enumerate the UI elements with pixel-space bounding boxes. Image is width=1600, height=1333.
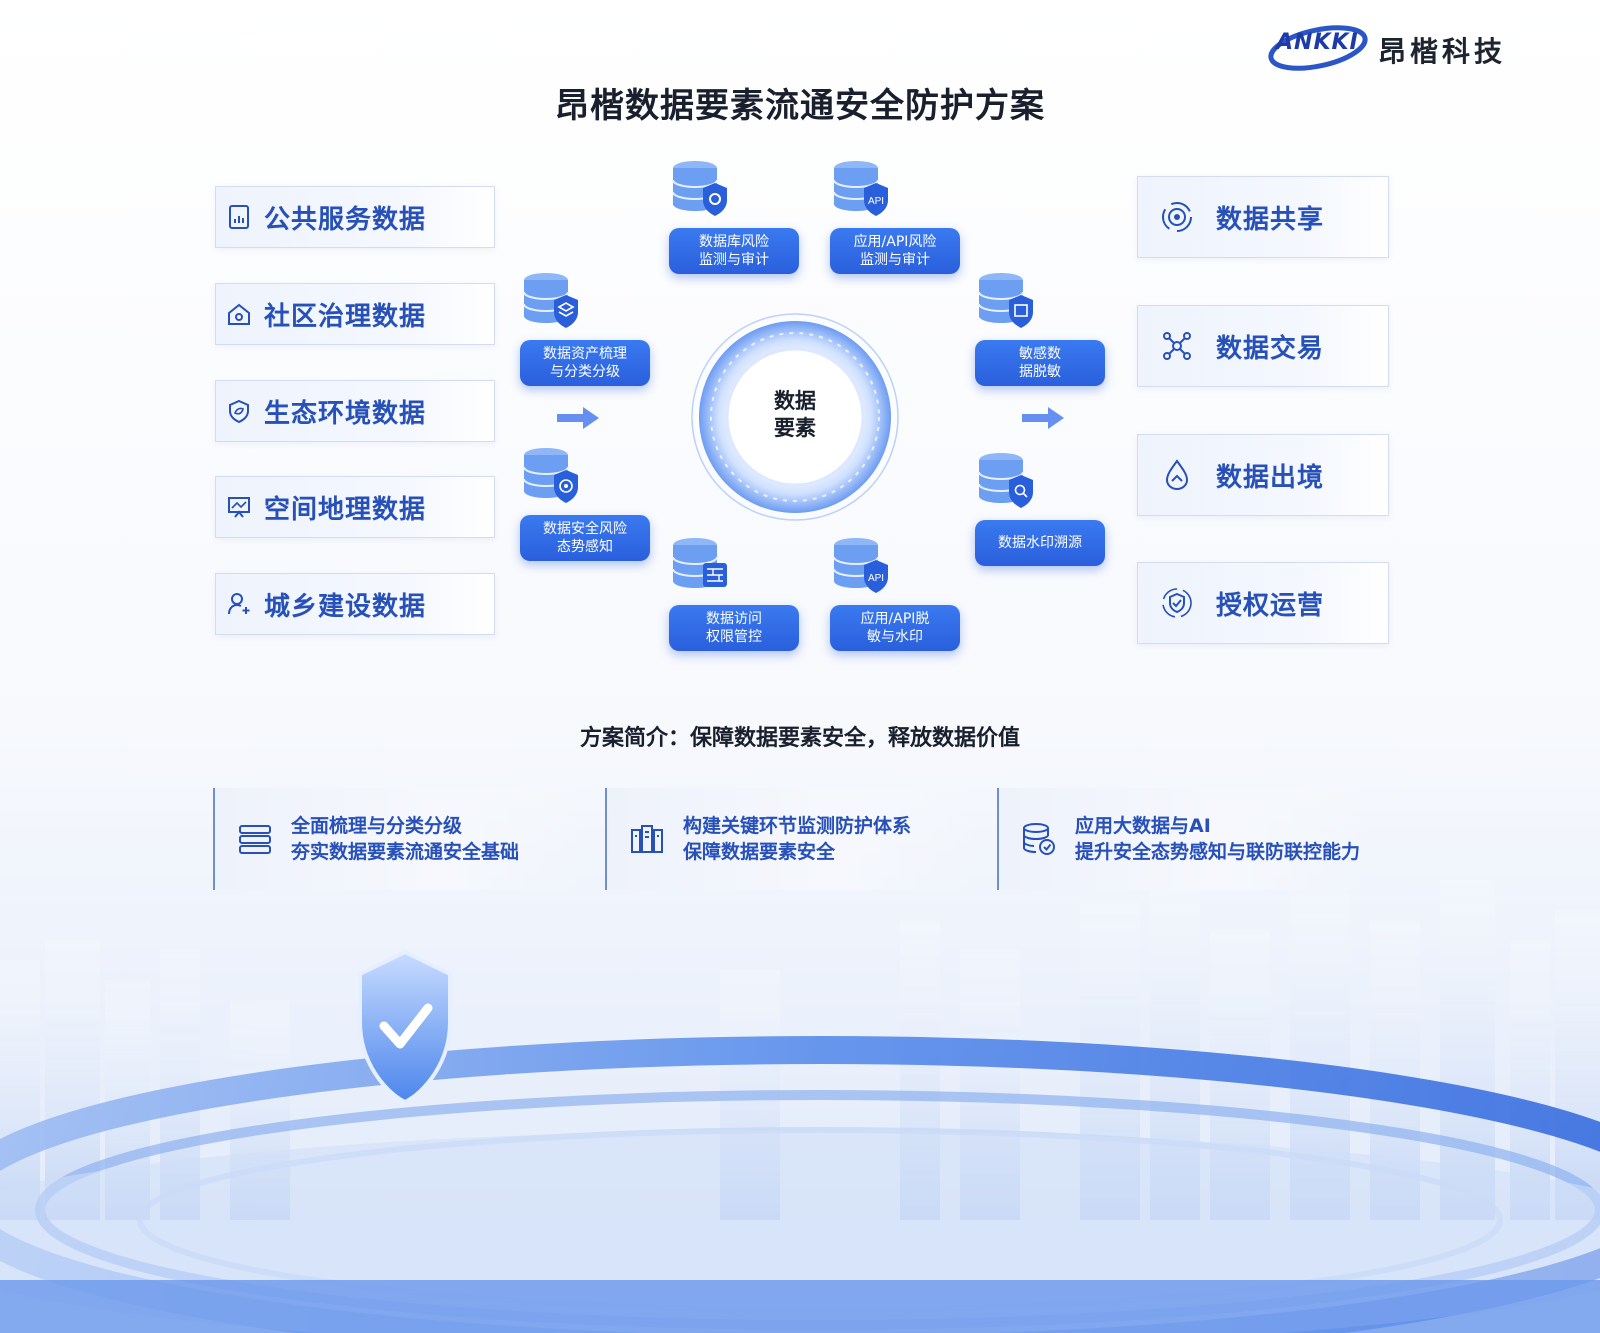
feature-text: 全面梳理与分类分级 夯实数据要素流通安全基础: [291, 815, 520, 863]
ankki-logo: [1268, 25, 1368, 71]
database-api-icon: API: [833, 538, 888, 593]
leaf-shield-icon: [229, 399, 249, 424]
shield-check-icon: [1162, 588, 1192, 618]
capability-node-asset-classification: 数据资产梳理 与分类分级: [520, 270, 652, 386]
server-rack-icon: [631, 825, 663, 853]
map-screen-icon: [228, 497, 250, 518]
source-label: 生态环境数据: [264, 398, 427, 429]
capability-node-db-audit: 数据库风险 监测与审计: [669, 158, 801, 274]
page-title: 昂楷数据要素流通安全防护方案: [555, 86, 1045, 126]
feature-text: 应用大数据与AI 提升安全态势感知与联防联控能力: [1075, 815, 1361, 863]
database-radar-icon: [672, 161, 727, 216]
target-card-authorized-operation: 授权运营: [1137, 562, 1389, 644]
flow-arrow-left-icon: [557, 407, 599, 429]
source-card-urban-rural: 城乡建设数据: [215, 573, 495, 635]
capability-label: 数据水印溯源: [975, 520, 1105, 566]
target-label: 授权运营: [1216, 590, 1325, 621]
capability-node-access-control: 数据访问 权限管控: [669, 535, 801, 651]
broadcast-icon: [1162, 202, 1192, 232]
capability-label: 数据资产梳理 与分类分级: [520, 340, 650, 386]
database-api-icon: API: [833, 161, 888, 216]
api-badge: API: [868, 573, 884, 584]
target-card-data-trading: 数据交易: [1137, 305, 1389, 387]
capability-label: 敏感数 据脱敏: [975, 340, 1105, 386]
home-icon: [228, 303, 250, 325]
capability-node-masking: 敏感数 据脱敏: [975, 270, 1107, 386]
list-icon: [239, 825, 271, 854]
target-card-data-sharing: 数据共享: [1137, 176, 1389, 258]
flow-arrow-right-icon: [1022, 407, 1064, 429]
capability-label: 数据库风险 监测与审计: [669, 228, 799, 274]
document-chart-icon: [229, 205, 249, 229]
source-label: 公共服务数据: [264, 204, 427, 235]
target-label: 数据共享: [1216, 204, 1325, 235]
source-card-geospatial: 空间地理数据: [215, 476, 495, 538]
database-layers-icon: [523, 273, 578, 328]
source-label: 空间地理数据: [264, 494, 427, 525]
source-label: 城乡建设数据: [264, 591, 427, 622]
capability-label: 数据访问 权限管控: [669, 605, 799, 651]
capability-node-risk-awareness: 数据安全风险 态势感知: [520, 445, 652, 561]
source-card-ecology: 生态环境数据: [215, 380, 495, 442]
database-search-icon: [978, 453, 1033, 508]
database-check-icon: [1023, 823, 1055, 855]
capability-label: 应用/API风险 监测与审计: [830, 228, 960, 274]
target-label: 数据出境: [1216, 462, 1325, 493]
user-plus-icon: [228, 593, 250, 615]
capability-label: 应用/API脱 敏与水印: [830, 605, 960, 651]
capability-node-api-audit: API 应用/API风险 监测与审计: [830, 158, 962, 274]
network-nodes-icon: [1163, 332, 1191, 360]
city-skyline-illustration: [0, 880, 1600, 1333]
api-badge: API: [868, 196, 884, 207]
data-element-hub: [691, 313, 899, 521]
database-firewall-icon: [672, 538, 727, 588]
source-label: 社区治理数据: [264, 301, 427, 332]
source-card-public-service: 公共服务数据: [215, 186, 495, 248]
feature-monitoring: 构建关键环节监测防护体系 保障数据要素安全: [605, 788, 979, 890]
capability-label: 数据安全风险 态势感知: [520, 515, 650, 561]
logo-text-cn: 昂楷科技: [1378, 35, 1507, 68]
hub-label: 数据 要素: [774, 389, 816, 440]
target-card-data-export: 数据出境: [1137, 434, 1389, 516]
location-pin-icon: [1165, 459, 1189, 490]
target-label: 数据交易: [1216, 333, 1325, 364]
logo-text-en: ANKKI: [1276, 30, 1359, 55]
shield-check-illustration: [358, 949, 452, 1105]
capability-node-watermark: 数据水印溯源: [975, 450, 1107, 566]
capability-node-api-masking: API 应用/API脱 敏与水印: [830, 535, 962, 651]
feature-text: 构建关键环节监测防护体系 保障数据要素安全: [683, 815, 912, 863]
feature-ai-awareness: 应用大数据与AI 提升安全态势感知与联防联控能力: [997, 788, 1371, 890]
database-mask-icon: [978, 273, 1033, 328]
intro-heading: 方案简介：保障数据要素安全，释放数据价值: [579, 726, 1020, 751]
database-target-icon: [523, 448, 578, 503]
source-card-community: 社区治理数据: [215, 283, 495, 345]
feature-classification: 全面梳理与分类分级 夯实数据要素流通安全基础: [213, 788, 587, 890]
